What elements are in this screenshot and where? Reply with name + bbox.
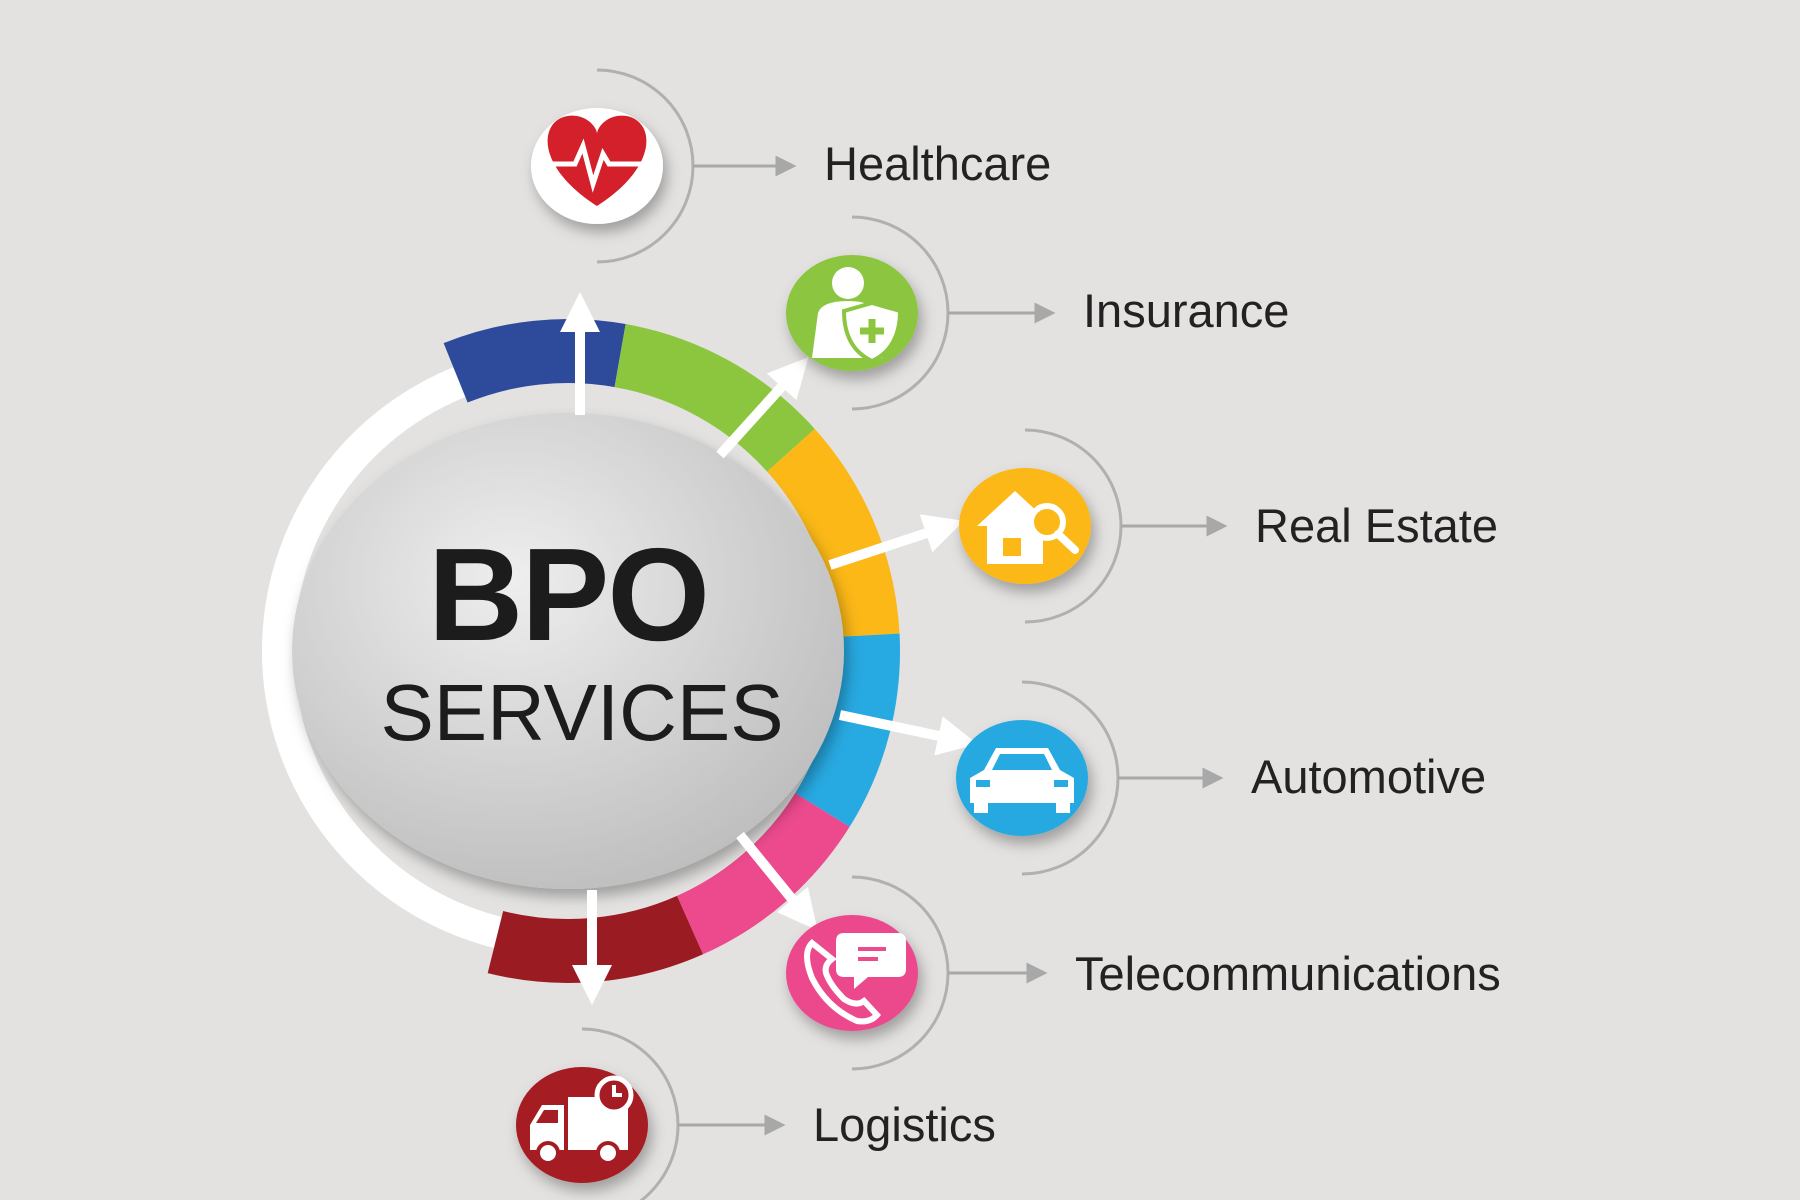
service-automotive: Automotive (956, 680, 1486, 876)
hub-arrow (716, 357, 809, 459)
hub-arrow (736, 831, 818, 931)
house-search-icon (977, 491, 1079, 564)
car-icon (970, 748, 1074, 813)
heart-pulse-icon (547, 115, 647, 206)
truck-clock-icon (530, 1075, 634, 1165)
service-label: Automotive (1251, 750, 1486, 803)
ring-segment-pink (676, 792, 850, 955)
decorative-arc (851, 875, 950, 1071)
service-label: Healthcare (824, 137, 1051, 190)
service-logistics: Logistics (516, 1027, 996, 1200)
service-label: Logistics (813, 1098, 996, 1151)
service-insurance: Insurance (786, 215, 1289, 411)
service-healthcare: Healthcare (531, 68, 1051, 264)
decorative-arc (596, 68, 695, 264)
hub-title: BPO (428, 521, 708, 668)
service-ring (262, 319, 900, 983)
service-telecommunications: Telecommunications (786, 875, 1501, 1071)
decorative-arc (1024, 428, 1123, 624)
hub-circle (292, 413, 844, 889)
service-real-estate: Real Estate (959, 428, 1498, 624)
service-label: Telecommunications (1075, 947, 1501, 1000)
service-label: Insurance (1083, 284, 1289, 337)
decorative-arc (851, 215, 950, 411)
hub-arrow (838, 710, 978, 756)
hub-arrow (828, 514, 964, 570)
person-shield-icon (812, 267, 903, 364)
service-label: Real Estate (1255, 499, 1498, 552)
ring-segment-green (613, 324, 815, 473)
ring-segment-blue (443, 319, 626, 403)
ring-white-arc (262, 355, 521, 953)
ring-segment-cyan (794, 633, 900, 827)
hub-subtitle: SERVICES (380, 668, 783, 757)
ring-segment-yellow (766, 428, 900, 638)
hub-arrows (560, 292, 978, 1005)
decorative-arc (1021, 680, 1120, 876)
phone-chat-icon (804, 933, 906, 1025)
decorative-arc (581, 1027, 680, 1200)
